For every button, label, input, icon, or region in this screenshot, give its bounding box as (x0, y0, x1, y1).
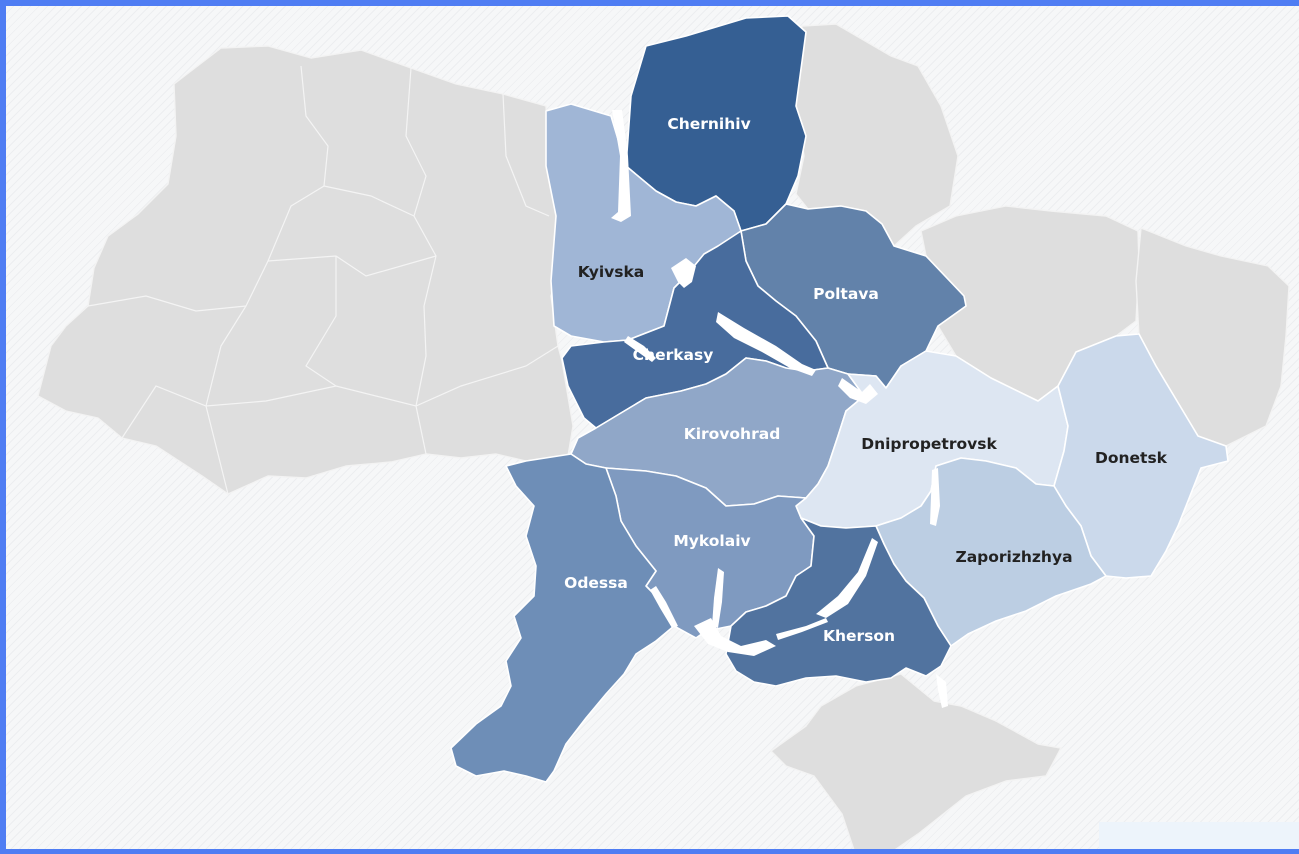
label-kherson: Kherson (823, 627, 895, 645)
water-features (611, 110, 948, 708)
label-dnipropetrovsk: Dnipropetrovsk (861, 435, 997, 453)
label-odessa: Odessa (564, 574, 628, 592)
region-labels: Chernihiv Kyivska Poltava Cherkasy Kirov… (564, 115, 1168, 645)
label-zaporizhzhya: Zaporizhzhya (955, 548, 1072, 566)
label-kyivska: Kyivska (578, 263, 645, 281)
inactive-regions (37, 23, 1290, 849)
label-donetsk: Donetsk (1095, 449, 1168, 467)
region-crimea-grey (770, 673, 1062, 849)
label-kirovohrad: Kirovohrad (684, 425, 781, 443)
label-mykolaiv: Mykolaiv (673, 532, 750, 550)
ukraine-choropleth-map: Chernihiv Kyivska Poltava Cherkasy Kirov… (37, 15, 1290, 849)
label-poltava: Poltava (813, 285, 879, 303)
corner-panel (1099, 822, 1299, 849)
label-chernihiv: Chernihiv (667, 115, 750, 133)
label-cherkasy: Cherkasy (633, 346, 714, 364)
region-odessa[interactable] (450, 453, 675, 783)
inactive-borders (87, 65, 559, 495)
